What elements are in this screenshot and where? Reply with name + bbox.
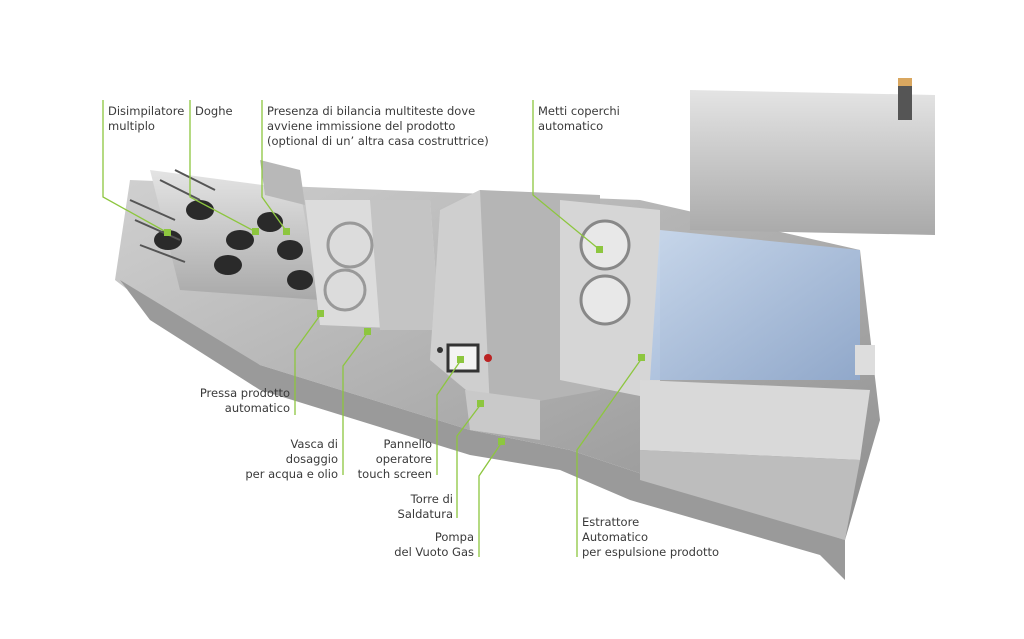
label-vasca: Vasca di dosaggio per acqua e olio bbox=[245, 437, 338, 482]
label-line: automatico bbox=[538, 119, 604, 133]
label-doghe: Doghe bbox=[195, 104, 233, 119]
label-pompa: Pompa del Vuoto Gas bbox=[394, 530, 474, 560]
label-line: Automatico bbox=[582, 530, 649, 544]
leader-coperchi bbox=[532, 100, 601, 251]
marker-torre bbox=[477, 400, 484, 407]
leader-pompa bbox=[478, 441, 503, 557]
leader-disimpilatore bbox=[102, 100, 169, 234]
label-line: Disimpilatore bbox=[108, 104, 185, 118]
marker-vasca bbox=[364, 328, 371, 335]
label-pannello: Pannello operatore touch screen bbox=[358, 437, 432, 482]
marker-pompa bbox=[498, 438, 505, 445]
leader-vasca bbox=[342, 331, 369, 475]
label-line: Vasca di bbox=[290, 437, 338, 451]
leader-pannello bbox=[436, 359, 462, 475]
label-line: del Vuoto Gas bbox=[394, 545, 474, 559]
marker-pressa bbox=[317, 310, 324, 317]
label-line: Saldatura bbox=[397, 507, 453, 521]
label-line: per acqua e olio bbox=[245, 467, 338, 481]
label-line: multiplo bbox=[108, 119, 155, 133]
label-line: per espulsione prodotto bbox=[582, 545, 720, 559]
label-disimpilatore: Disimpilatore multiplo bbox=[108, 104, 184, 134]
label-line: avviene immissione del prodotto bbox=[267, 119, 456, 133]
leader-doghe bbox=[189, 100, 257, 233]
label-torre: Torre di Saldatura bbox=[398, 492, 453, 522]
leader-bilancia bbox=[261, 100, 288, 233]
label-line: automatico bbox=[224, 401, 290, 415]
marker-pannello bbox=[457, 356, 464, 363]
label-line: Doghe bbox=[195, 104, 233, 118]
marker-doghe bbox=[252, 228, 259, 235]
label-line: Estrattore bbox=[582, 515, 640, 529]
leader-estrattore bbox=[576, 357, 643, 557]
label-line: dosaggio bbox=[285, 452, 338, 466]
label-line: touch screen bbox=[357, 467, 432, 481]
marker-bilancia bbox=[283, 228, 290, 235]
label-line: Pannello bbox=[383, 437, 432, 451]
leader-torre bbox=[456, 403, 482, 518]
label-line: Presenza di bilancia multiteste dove bbox=[267, 104, 476, 118]
label-coperchi: Metti coperchi automatico bbox=[538, 104, 620, 134]
label-line: Pompa bbox=[434, 530, 474, 544]
marker-estrattore bbox=[638, 354, 645, 361]
label-line: (optional di un’ altra casa costruttrice… bbox=[267, 134, 489, 148]
label-line: Metti coperchi bbox=[538, 104, 620, 118]
label-bilancia: Presenza di bilancia multiteste dove avv… bbox=[267, 104, 489, 149]
leader-pressa bbox=[294, 313, 322, 415]
label-line: Pressa prodotto bbox=[199, 386, 290, 400]
upper-cabinet bbox=[690, 90, 935, 235]
marker-disimpilatore bbox=[164, 229, 171, 236]
extractor-module bbox=[650, 230, 860, 380]
label-line: operatore bbox=[375, 452, 432, 466]
label-line: Torre di bbox=[410, 492, 453, 506]
label-estrattore: Estrattore Automatico per espulsione pro… bbox=[582, 515, 719, 560]
marker-coperchi bbox=[596, 246, 603, 253]
label-pressa: Pressa prodotto automatico bbox=[200, 386, 290, 416]
